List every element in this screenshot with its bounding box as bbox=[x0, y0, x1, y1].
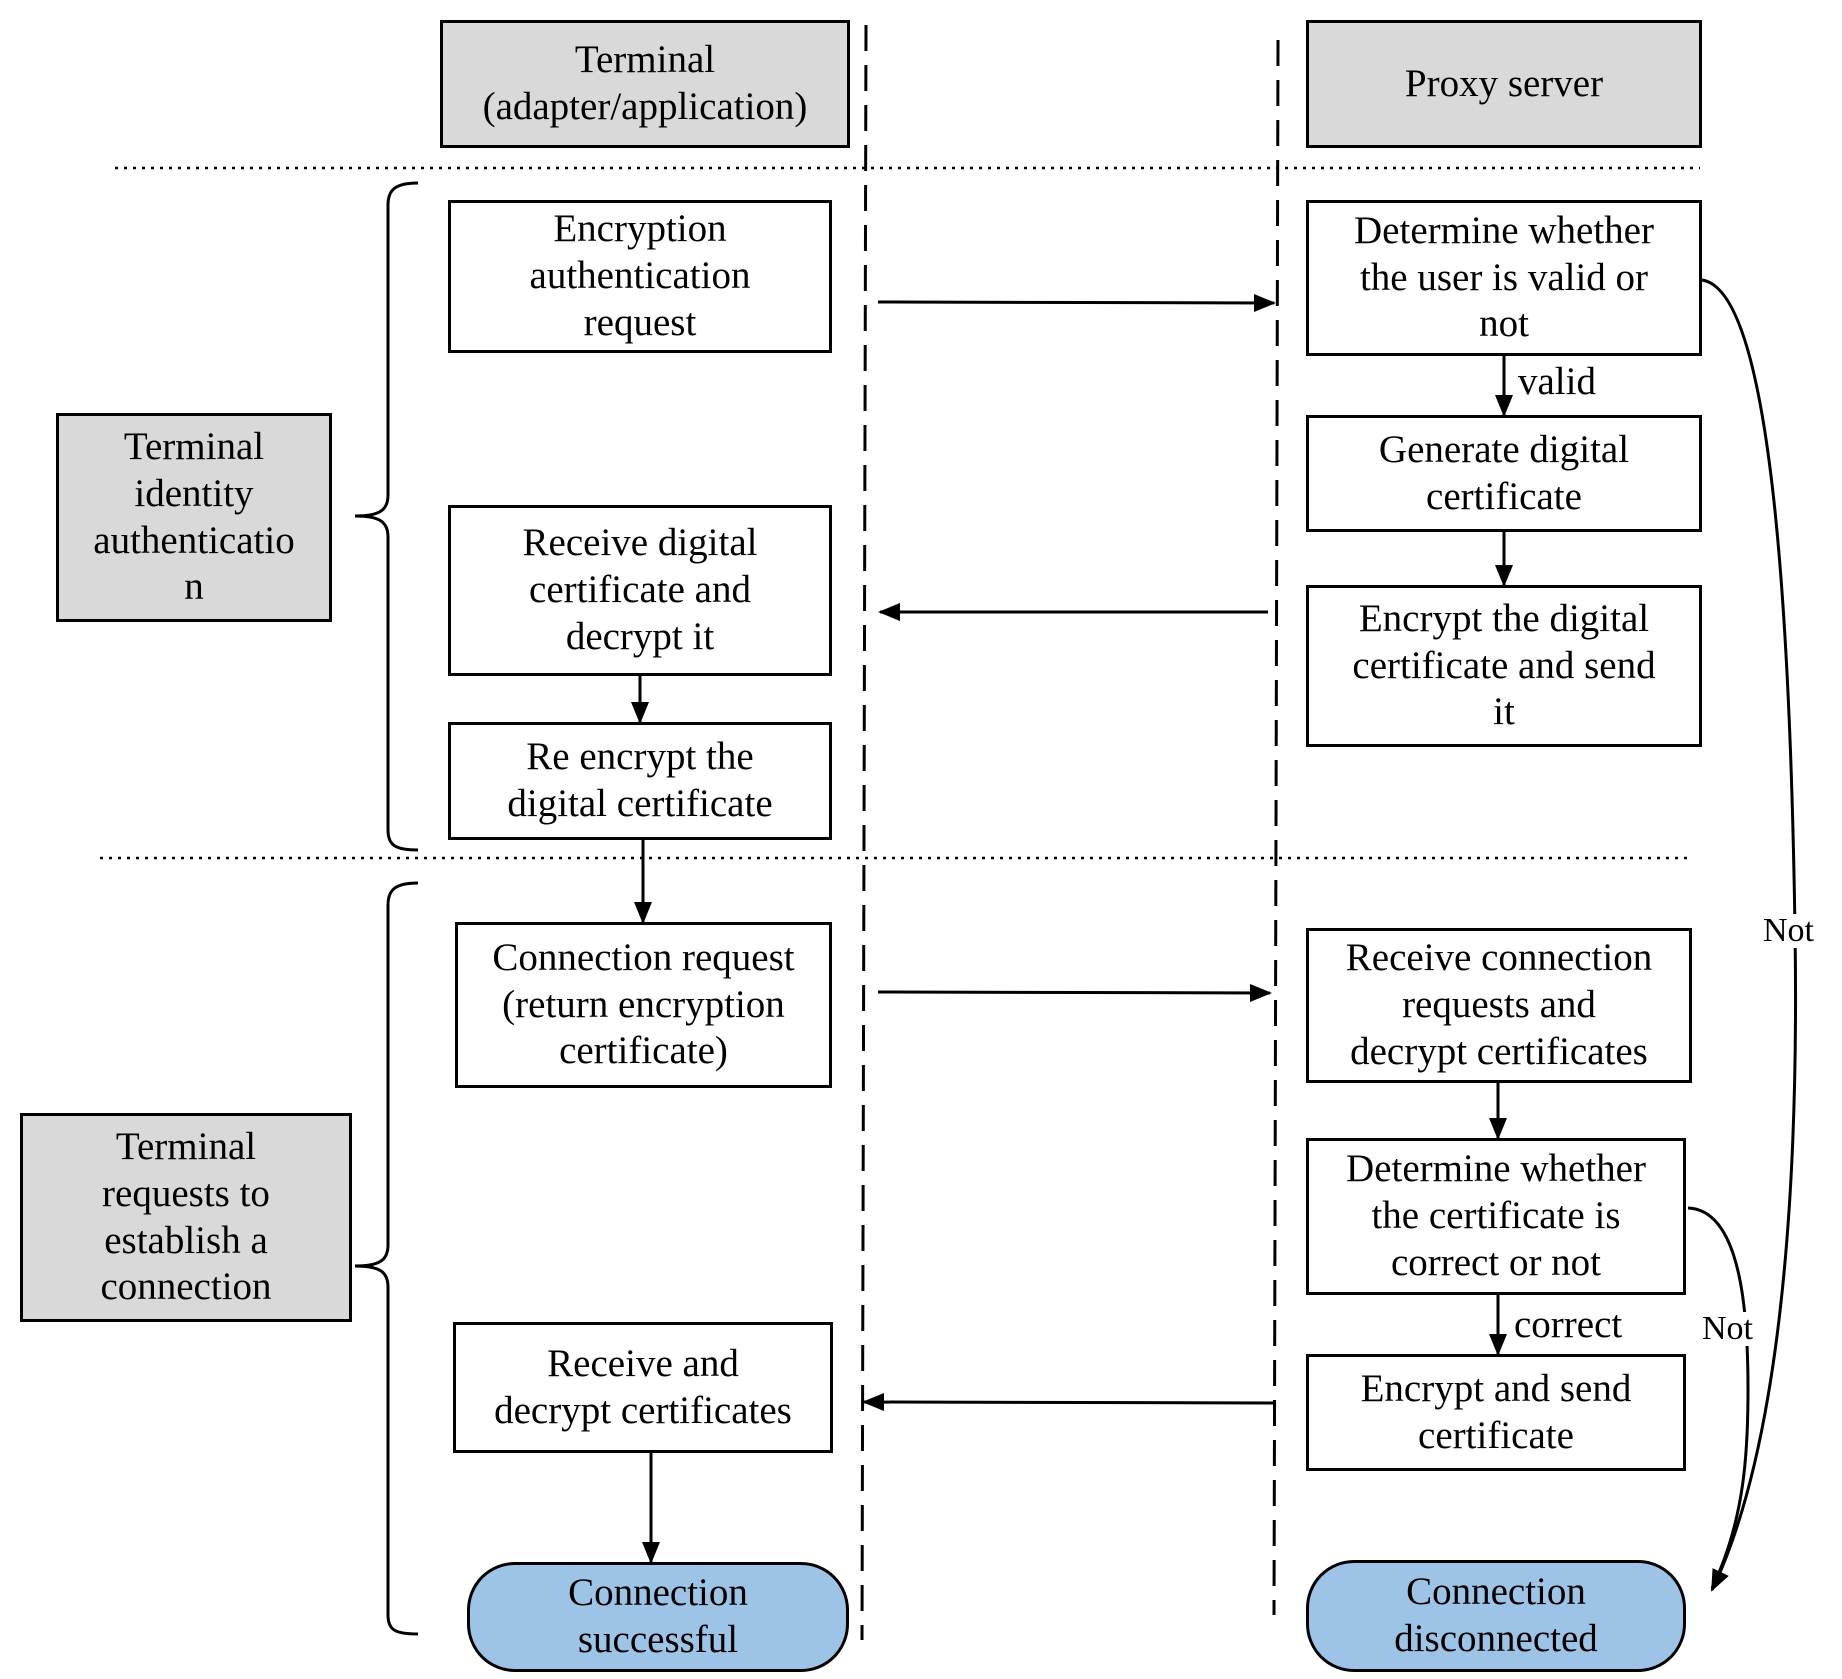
generate-cert-box: Generate digital certificate bbox=[1306, 415, 1702, 532]
valid-edge-label: valid bbox=[1518, 360, 1596, 403]
reencrypt-box: Re encrypt the digital certificate bbox=[448, 722, 832, 840]
receive-decrypt-box: Receive and decrypt certificates bbox=[453, 1322, 833, 1453]
correct-edge-label: correct bbox=[1514, 1303, 1623, 1346]
arrow-auth-request bbox=[877, 293, 1276, 312]
auth-phase-label: Terminal identity authenticatio n bbox=[56, 413, 332, 622]
determine-user-box: Determine whether the user is valid or n… bbox=[1306, 200, 1702, 356]
connection-disconnected-state: Connection disconnected bbox=[1306, 1560, 1686, 1672]
not-correct-edge-label: Not bbox=[1702, 1310, 1753, 1347]
connection-request-box: Connection request (return encryption ce… bbox=[455, 922, 832, 1088]
receive-requests-box: Receive connection requests and decrypt … bbox=[1306, 928, 1692, 1083]
encrypt-send-box: Encrypt the digital certificate and send… bbox=[1306, 585, 1702, 747]
encrypt-send-cert-box: Encrypt and send certificate bbox=[1306, 1354, 1686, 1471]
terminal-lane-header: Terminal (adapter/application) bbox=[440, 20, 850, 148]
arrow-cert-not-correct bbox=[1687, 1206, 1750, 1589]
receive-cert-box: Receive digital certificate and decrypt … bbox=[448, 505, 832, 676]
encryption-request-box: Encryption authentication request bbox=[448, 200, 832, 353]
connect-phase-brace bbox=[354, 881, 419, 1636]
arrow-final-cert-to-terminal bbox=[862, 1393, 1275, 1412]
determine-cert-box: Determine whether the certificate is cor… bbox=[1306, 1138, 1686, 1295]
connection-successful-state: Connection successful bbox=[467, 1562, 849, 1672]
auth-phase-brace bbox=[354, 181, 419, 852]
proxy-lane-header: Proxy server bbox=[1306, 20, 1702, 148]
connect-phase-label: Terminal requests to establish a connect… bbox=[20, 1113, 352, 1322]
not-valid-edge-label: Not bbox=[1763, 912, 1814, 949]
terminal-lane-divider bbox=[860, 24, 868, 1641]
proxy-lane-divider bbox=[1272, 39, 1280, 1616]
arrow-connection-request bbox=[877, 983, 1272, 1002]
